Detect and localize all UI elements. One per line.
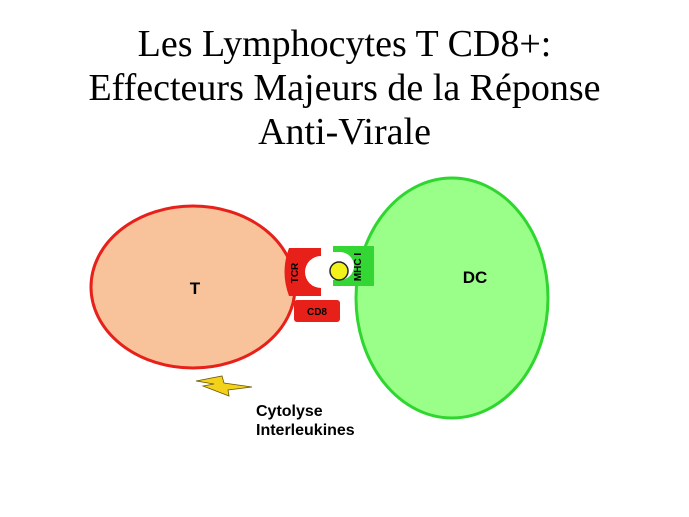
- tcr-label: TCR: [290, 262, 301, 283]
- dc-label: DC: [463, 268, 488, 287]
- dendritic-cell: [356, 178, 548, 418]
- outcome-interleukins: Interleukines: [256, 422, 355, 439]
- mhc-label: MHC I: [353, 253, 364, 282]
- antigen-peptide: [330, 262, 348, 280]
- cd8-label: CD8: [307, 307, 327, 318]
- lightning-icon: [196, 376, 252, 396]
- outcome-cytolysis: Cytolyse: [256, 403, 323, 420]
- t-cell-label: T: [190, 279, 201, 298]
